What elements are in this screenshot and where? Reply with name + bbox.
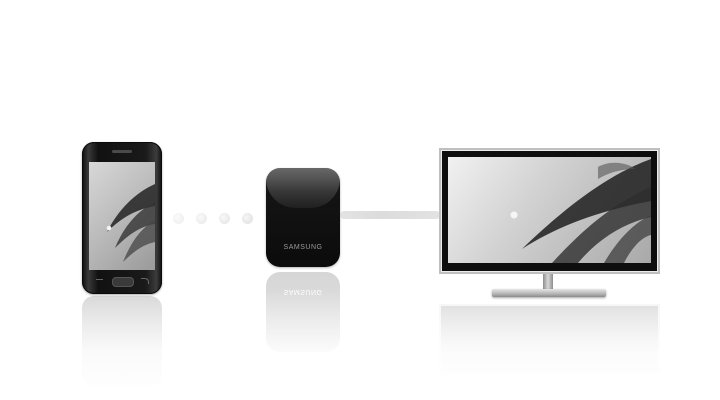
phone-back-key bbox=[141, 278, 149, 284]
hdmi-cable-icon bbox=[340, 211, 440, 219]
phone-home-button bbox=[112, 277, 134, 287]
dongle-gloss bbox=[266, 168, 340, 208]
tv-stand-base bbox=[492, 289, 606, 297]
flower-wallpaper-icon bbox=[106, 184, 155, 262]
phone-screen bbox=[89, 162, 155, 270]
smartphone-icon bbox=[82, 142, 162, 294]
dongle-brand-label: SAMSUNG bbox=[283, 244, 323, 251]
signal-dot bbox=[242, 213, 253, 224]
television-icon bbox=[439, 148, 660, 274]
tv-stand-neck bbox=[543, 274, 553, 290]
phone-earpiece bbox=[112, 150, 132, 153]
signal-dot bbox=[219, 213, 230, 224]
flower-wallpaper-icon bbox=[510, 159, 651, 263]
reflection-fade bbox=[0, 290, 720, 400]
signal-dot bbox=[196, 213, 207, 224]
signal-dot bbox=[173, 213, 184, 224]
tv-screen bbox=[448, 157, 651, 263]
allshare-cast-dongle-icon: SAMSUNG bbox=[266, 168, 340, 267]
phone-menu-key bbox=[96, 279, 103, 284]
